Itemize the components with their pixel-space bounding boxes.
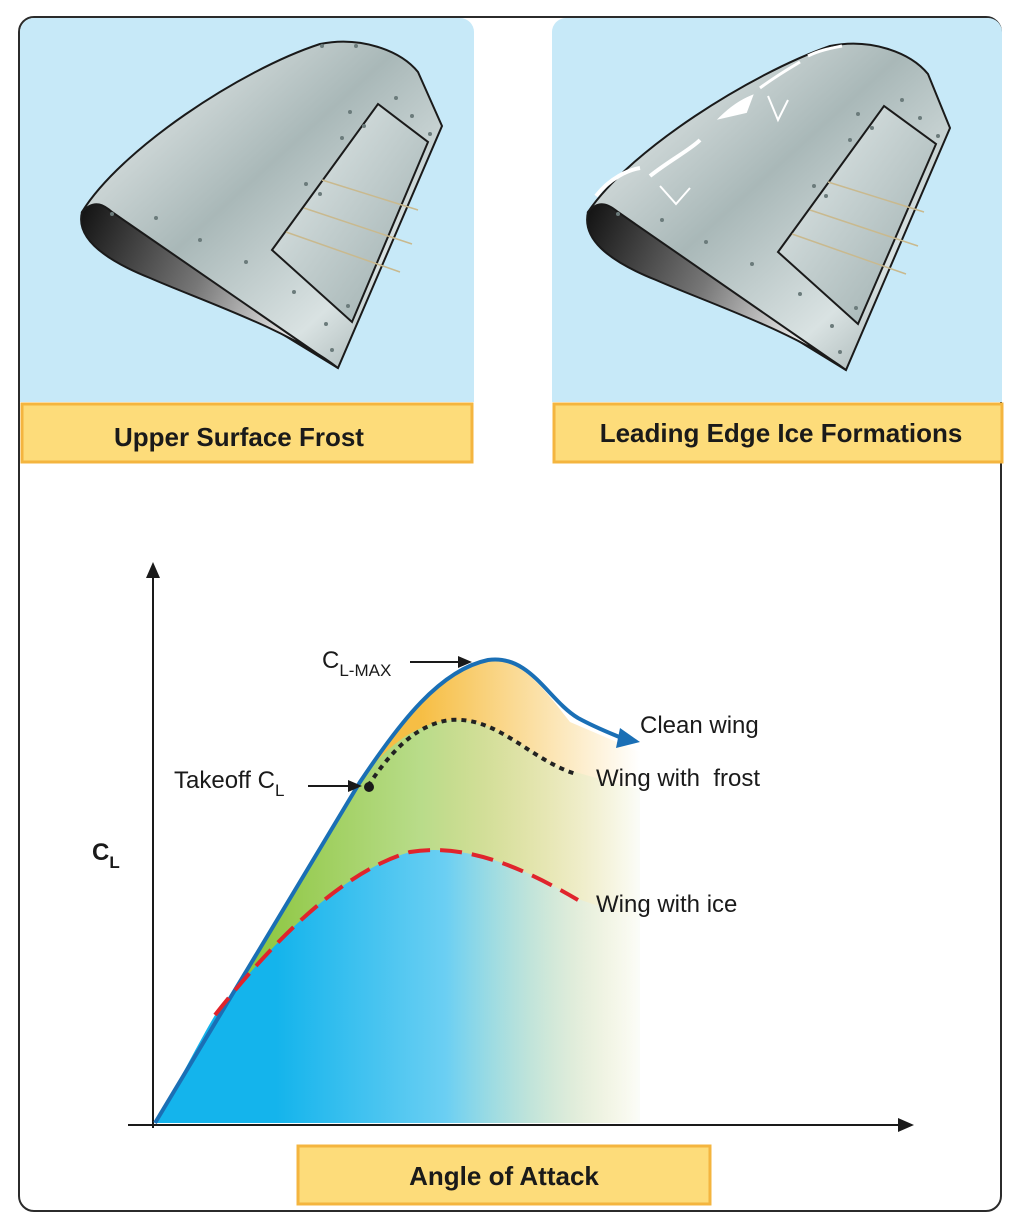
ice-caption: Leading Edge Ice Formations bbox=[600, 418, 963, 448]
lift-chart: CL-MAX Takeoff CL CL Clean wing Wing wit… bbox=[92, 562, 914, 1206]
x-axis-label: Angle of Attack bbox=[409, 1161, 599, 1191]
ice-wing-illustration bbox=[586, 42, 952, 372]
ice-formation-marks bbox=[594, 44, 843, 206]
frost-wing-illustration bbox=[80, 40, 444, 370]
clean-wing-label: Clean wing bbox=[640, 712, 759, 739]
takeoff-arrowhead bbox=[348, 780, 362, 792]
y-axis-label: CL bbox=[92, 839, 120, 872]
clean-wing-arrowhead bbox=[616, 728, 640, 748]
takeoff-cl-point bbox=[364, 782, 374, 792]
takeoff-label: Takeoff CL bbox=[174, 767, 284, 800]
clean-wing-curve bbox=[153, 657, 627, 1125]
clmax-arrowhead bbox=[458, 656, 472, 668]
ice-wing-label: Wing with ice bbox=[596, 891, 737, 918]
frost-caption: Upper Surface Frost bbox=[114, 422, 364, 452]
frost-wing-curve bbox=[366, 717, 577, 788]
ice-caption-box: Leading Edge Ice Formations bbox=[552, 402, 1004, 464]
frost-wing-label: Wing with frost bbox=[596, 765, 760, 792]
ice-wing-curve bbox=[213, 848, 580, 1017]
frost-caption-box: Upper Surface Frost bbox=[20, 402, 474, 464]
y-axis-arrow bbox=[146, 562, 160, 578]
ice-wing-area bbox=[155, 850, 640, 1123]
ice-panel bbox=[552, 18, 1002, 402]
clmax-label: CL-MAX bbox=[322, 647, 391, 680]
x-axis-arrow bbox=[898, 1118, 914, 1132]
frost-panel bbox=[20, 18, 474, 402]
x-axis-caption-box: Angle of Attack bbox=[296, 1144, 712, 1206]
